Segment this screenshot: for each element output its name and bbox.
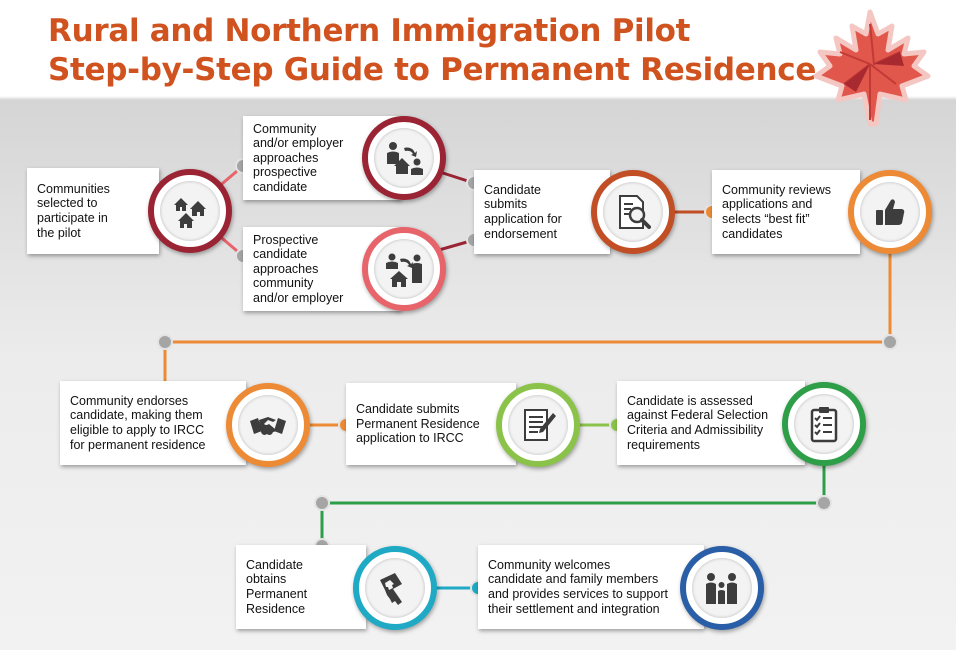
form-pen-icon xyxy=(524,409,556,441)
step-icon-circle xyxy=(362,116,446,200)
step-text: Community welcomes candidate and family … xyxy=(488,557,668,616)
step-candidate-submits-endorsement: Candidate submits application for endors… xyxy=(474,170,610,254)
houses-icon xyxy=(174,198,206,228)
step-community-endorses: Community endorses candidate, making the… xyxy=(60,381,246,465)
step-text: Prospective candidate approaches communi… xyxy=(253,232,344,305)
step-icon-circle xyxy=(782,382,866,466)
step-text: Candidate obtains Permanent Residence xyxy=(246,557,308,616)
step-text: Community and/or employer approaches pro… xyxy=(253,121,344,194)
step-icon-circle xyxy=(848,170,932,254)
family-icon xyxy=(706,573,737,604)
checklist-clipboard-icon xyxy=(810,407,838,443)
step-text: Communities selected to participate in t… xyxy=(37,181,110,240)
step-icon-circle xyxy=(362,227,446,311)
connector-node xyxy=(157,334,173,350)
step-icon-circle xyxy=(226,383,310,467)
step-candidate-submits-pr: Candidate submits Permanent Residence ap… xyxy=(346,383,516,465)
step-text: Community reviews applications and selec… xyxy=(722,182,832,241)
step-icon-circle xyxy=(591,170,675,254)
connector-node xyxy=(816,495,832,511)
thumbs-up-icon xyxy=(876,199,905,225)
step-community-welcomes: Community welcomes candidate and family … xyxy=(478,545,704,629)
page-title: Rural and Northern Immigration Pilot xyxy=(48,13,691,49)
step-icon-circle xyxy=(680,546,764,630)
step-text: Candidate is assessed against Federal Se… xyxy=(627,393,769,452)
handshake-icon xyxy=(250,417,286,435)
step-text: Candidate submits Permanent Residence ap… xyxy=(356,402,480,446)
step-community-reviews: Community reviews applications and selec… xyxy=(712,170,860,254)
person-arrow-house-icon xyxy=(386,253,422,287)
person-house-arrow-icon xyxy=(387,142,423,175)
maple-leaf-logo xyxy=(813,9,931,127)
key-house-icon xyxy=(380,573,402,605)
step-communities-selected: Communities selected to participate in t… xyxy=(27,168,159,254)
step-candidate-obtains-pr: Candidate obtains Permanent Residence xyxy=(236,545,366,629)
step-text: Candidate submits application for endors… xyxy=(484,182,562,241)
document-magnifier-icon xyxy=(619,195,651,229)
connector-node xyxy=(882,334,898,350)
connector-node xyxy=(314,495,330,511)
step-text: Community endorses candidate, making the… xyxy=(70,393,206,452)
step-icon-circle xyxy=(148,169,232,253)
page-subtitle: Step-by-Step Guide to Permanent Residenc… xyxy=(48,52,817,88)
step-icon-circle xyxy=(496,383,580,467)
step-icon-circle xyxy=(353,546,437,630)
step-candidate-assessed: Candidate is assessed against Federal Se… xyxy=(617,381,805,465)
